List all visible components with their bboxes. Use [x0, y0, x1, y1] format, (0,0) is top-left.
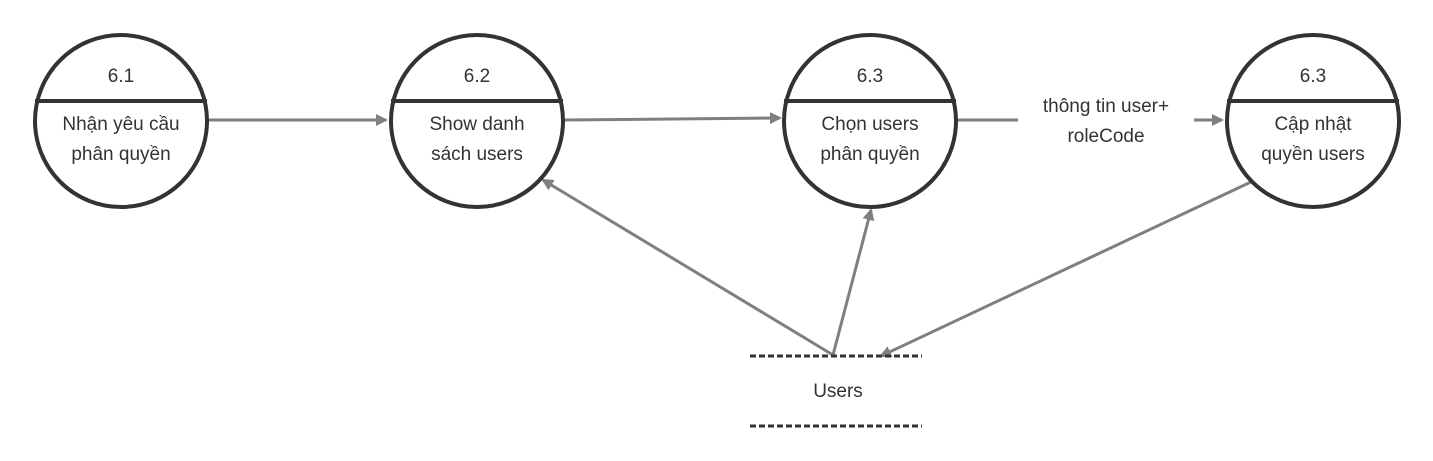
- process-name-line-1: Cập nhật: [1274, 114, 1352, 135]
- process-id: 6.2: [464, 66, 490, 87]
- process-id: 6.3: [857, 66, 883, 87]
- flow-label-user-info: thông tin user+ roleCode: [1018, 88, 1194, 152]
- process-circle: [782, 33, 958, 209]
- flow-users-to-6-3: [831, 208, 875, 356]
- data-store-users: Users: [750, 354, 922, 428]
- process-name-line-1: Chọn users: [821, 114, 918, 135]
- process-6-1: 6.1 Nhận yêu cầu phân quyền: [33, 33, 209, 209]
- process-name-line-1: Show danh: [429, 114, 524, 135]
- process-6-3-update: 6.3 Cập nhật quyền users: [1225, 33, 1401, 209]
- process-id: 6.3: [1300, 66, 1326, 87]
- process-circle: [33, 33, 209, 209]
- process-6-3-select: 6.3 Chọn users phân quyền: [782, 33, 958, 209]
- flow-label-background: [1018, 88, 1194, 152]
- flow-users-to-6-2: [541, 178, 834, 357]
- flow-6-2-to-6-3: [562, 112, 782, 125]
- process-id: 6.1: [108, 66, 134, 87]
- data-store-label: Users: [813, 381, 863, 402]
- process-name-line-2: phân quyền: [71, 144, 170, 165]
- process-name-line-2: sách users: [431, 144, 523, 165]
- process-name-line-2: phân quyền: [820, 144, 919, 165]
- process-circle: [1225, 33, 1401, 209]
- process-name-line-2: quyền users: [1261, 144, 1365, 165]
- process-6-2: 6.2 Show danh sách users: [389, 33, 565, 209]
- process-circle: [389, 33, 565, 209]
- process-name-line-1: Nhận yêu cầu: [62, 114, 179, 135]
- flow-6-3b-to-users: [879, 179, 1254, 358]
- flow-label-line-1: thông tin user+: [1043, 96, 1169, 117]
- flow-label-line-2: roleCode: [1067, 126, 1144, 147]
